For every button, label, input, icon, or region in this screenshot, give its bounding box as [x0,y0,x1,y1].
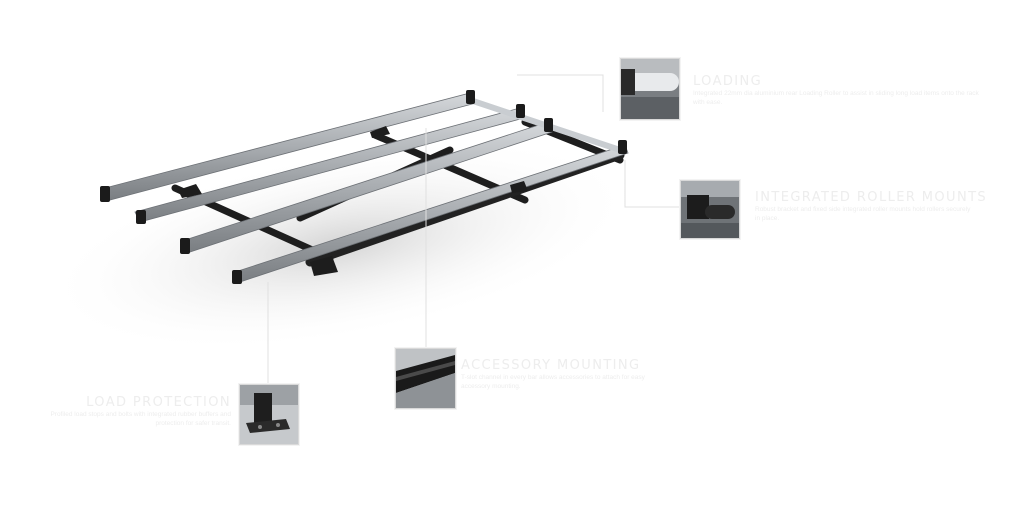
load-protection-title: LOAD PROTECTION [86,395,231,410]
accessory-channel-thumbnail-icon [396,349,455,408]
accessory-mounting-description: T-slot channel in every bar allows acces… [461,374,645,390]
loading-title: LOADING [693,74,763,89]
loading-thumbnail [620,58,680,120]
roller-mounts-thumbnail [680,180,740,239]
roller-mounts-description: Robust bracket and fixed side integrated… [755,206,971,222]
load-stop-thumbnail-icon [240,385,298,444]
roller-thumbnail-icon [621,59,679,119]
roller-mount-thumbnail-icon [681,181,739,238]
feet [178,126,528,276]
loading-description: Integrated 22mm dia aluminium rear Loadi… [693,90,979,106]
roller-mounts-title: INTEGRATED ROLLER MOUNTS [755,190,988,205]
load-protection-thumbnail [239,384,299,445]
accessory-mounting-thumbnail [395,348,456,409]
load-protection-description: Profiled load stops and bolts with integ… [50,411,231,427]
end-caps [100,90,627,284]
accessory-mounting-title: ACCESSORY MOUNTING [461,358,641,373]
